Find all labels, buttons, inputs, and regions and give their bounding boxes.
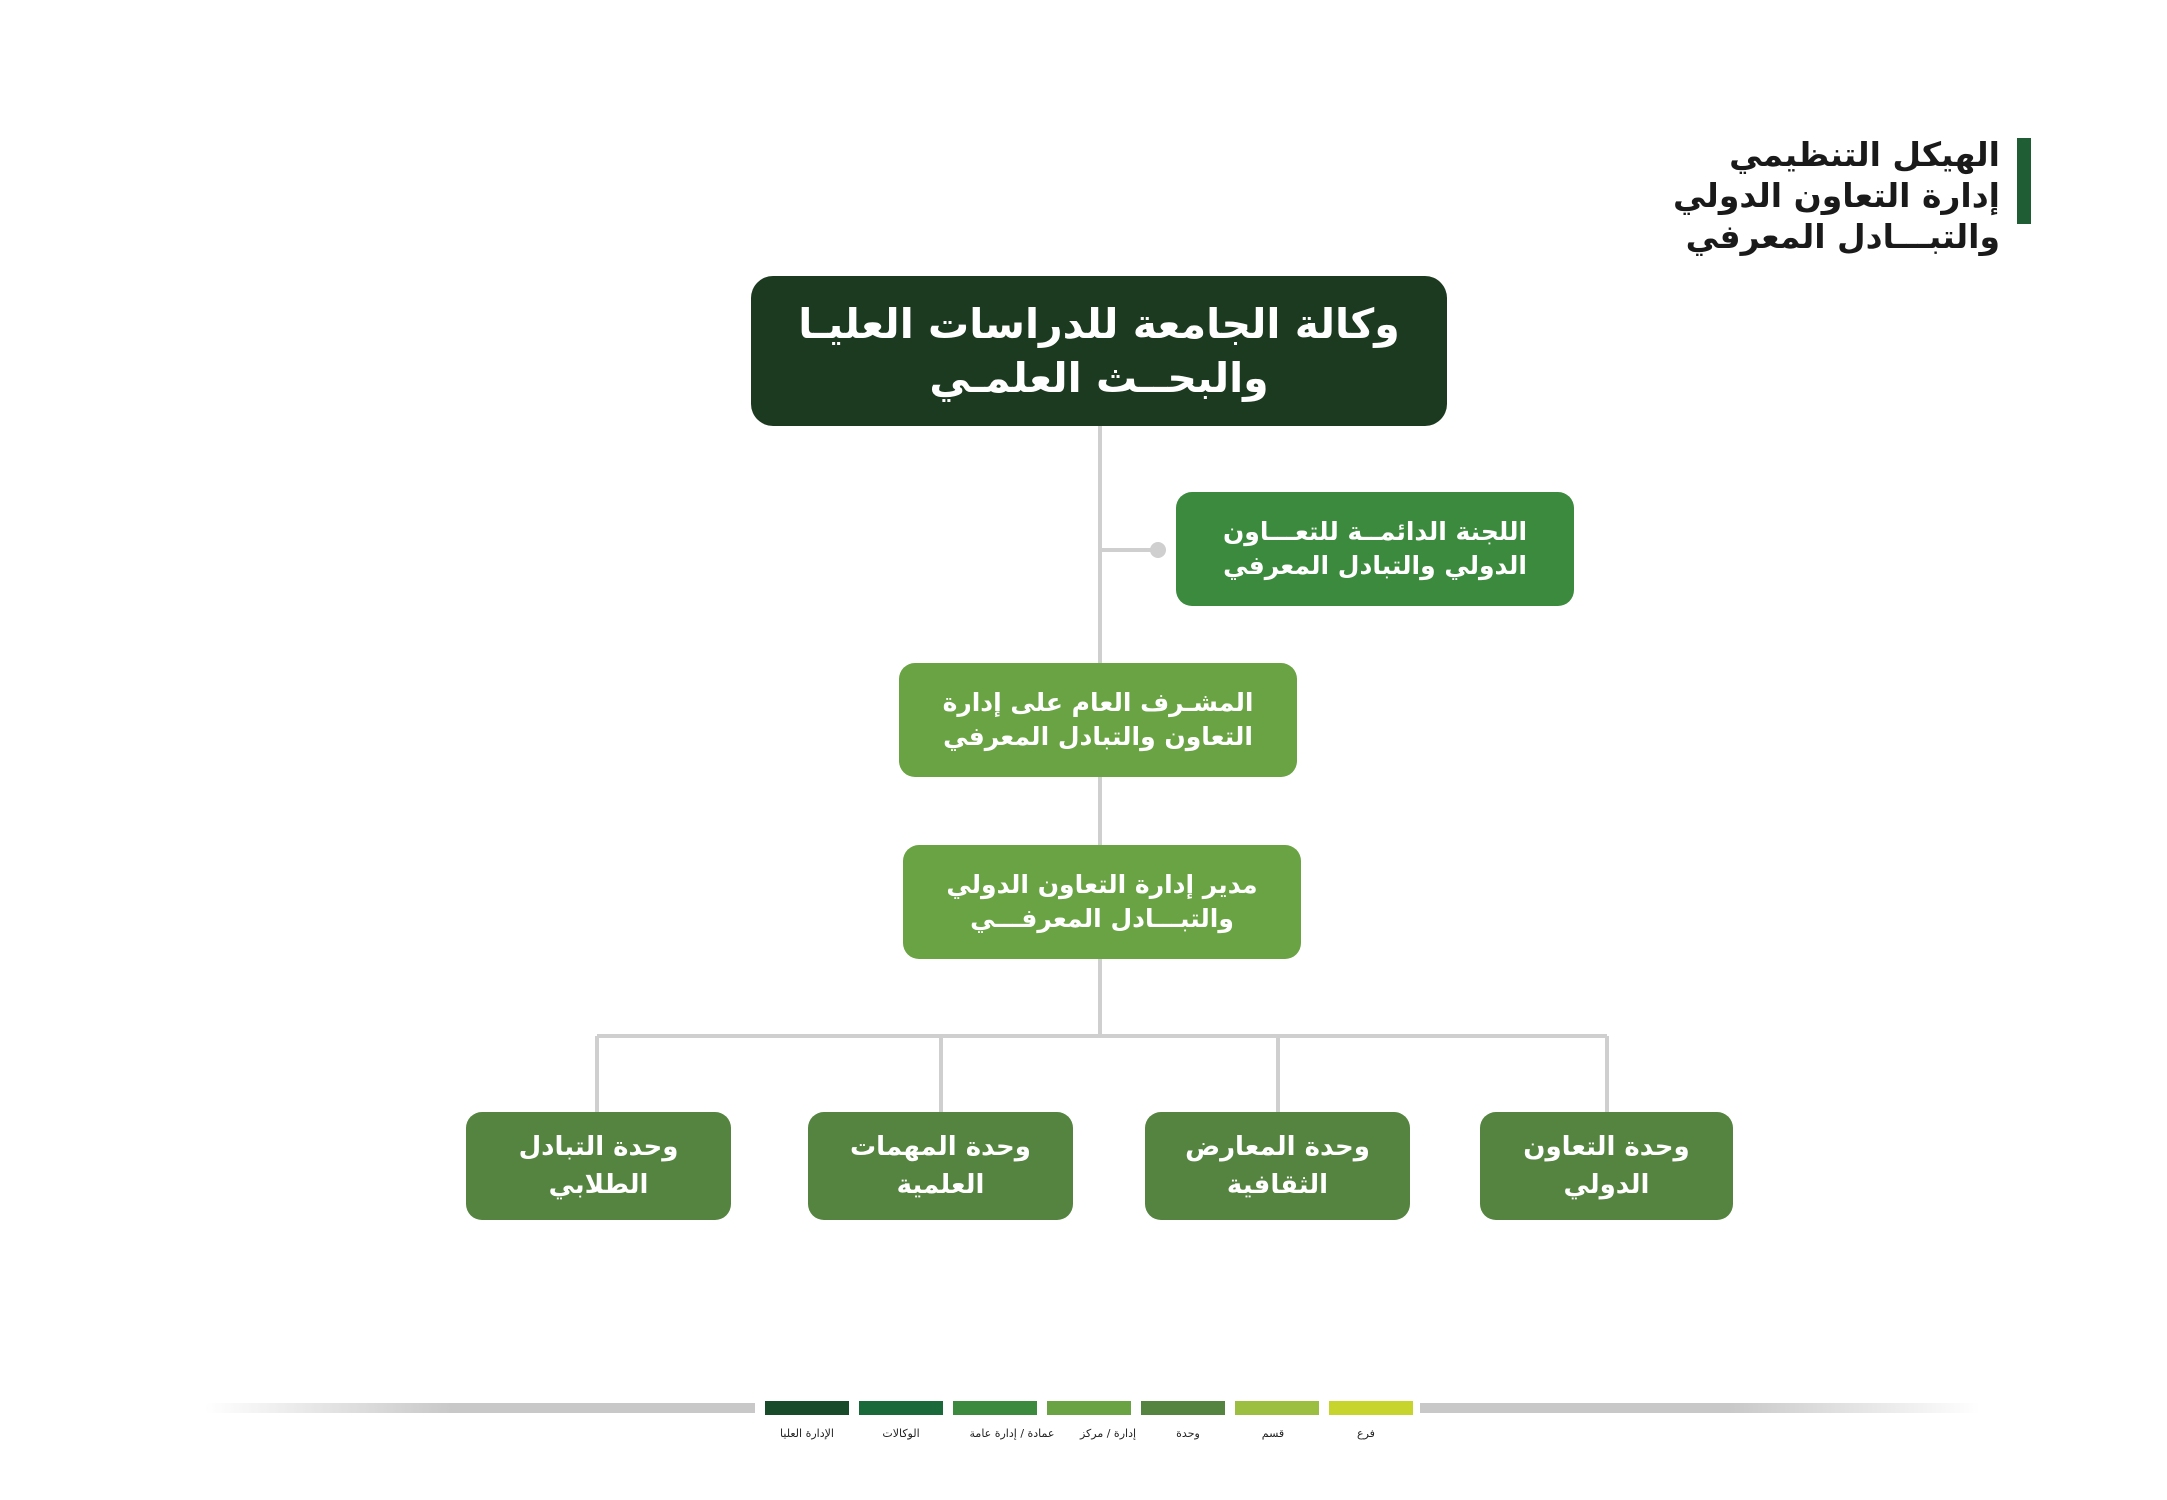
- legend-label-section: قسم: [1261, 1427, 1285, 1440]
- node-label: الثقافية: [1226, 1170, 1329, 1200]
- node-unit-cultural-exhibitions: وحدة المعارض الثقافية: [1145, 1112, 1410, 1220]
- connector-dot: [1150, 542, 1166, 558]
- legend-swatch-administration: [1047, 1401, 1131, 1415]
- node-label: وكالة الجامعة للدراسات العليـا: [798, 300, 1400, 348]
- node-label: الدولي: [1563, 1170, 1650, 1200]
- page-title-line-1: الهيكل التنظيمي: [1729, 135, 2000, 174]
- node-label: الطلابي: [548, 1170, 649, 1200]
- node-unit-scientific-missions: وحدة المهمات العلمية: [808, 1112, 1073, 1220]
- page-title-line-3: والتبـــادل المعرفي: [1685, 217, 2000, 256]
- legend-label-top-management: الإدارة العليا: [780, 1427, 834, 1440]
- node-general-supervisor: المشـرف العام على إدارة التعاون والتبادل…: [899, 663, 1297, 777]
- title-accent-bar: [2017, 138, 2031, 224]
- legend-label-administration: إدارة / مركز: [1079, 1427, 1137, 1440]
- legend-swatch-branch: [1329, 1401, 1413, 1415]
- node-department-director: مدير إدارة التعاون الدولي والتبـــادل ال…: [903, 845, 1301, 959]
- node-unit-international-cooperation: وحدة التعاون الدولي: [1480, 1112, 1733, 1220]
- node-label: والتبـــادل المعرفـــي: [970, 904, 1234, 933]
- legend-swatch-deanship: [953, 1401, 1037, 1415]
- legend-swatch-unit: [1141, 1401, 1225, 1415]
- node-label: اللجنة الدائمــة للتعـــاون: [1222, 517, 1528, 546]
- node-label: التعاون والتبادل المعرفي: [943, 722, 1253, 751]
- node-label: الدولي والتبادل المعرفي: [1223, 551, 1527, 580]
- node-label: والبحــث العلمـي: [929, 354, 1269, 402]
- node-standing-committee: اللجنة الدائمــة للتعـــاون الدولي والتب…: [1176, 492, 1574, 606]
- page-title-line-2: إدارة التعاون الدولي: [1673, 176, 2000, 215]
- node-label: وحدة المهمات: [850, 1132, 1031, 1162]
- legend-label-unit: وحدة: [1176, 1427, 1200, 1440]
- page-title: الهيكل التنظيمي إدارة التعاون الدولي وال…: [1673, 134, 2000, 257]
- node-label: وحدة المعارض: [1185, 1132, 1370, 1162]
- node-unit-student-exchange: وحدة التبادل الطلابي: [466, 1112, 731, 1220]
- legend-label-agencies: الوكالات: [882, 1427, 920, 1440]
- legend-swatch-top-management: [765, 1401, 849, 1415]
- node-label: مدير إدارة التعاون الدولي: [946, 870, 1258, 899]
- legend-swatch-section: [1235, 1401, 1319, 1415]
- legend-label-deanship: عمادة / إدارة عامة: [969, 1427, 1055, 1440]
- node-label: المشـرف العام على إدارة: [942, 688, 1254, 717]
- legend-swatch-agencies: [859, 1401, 943, 1415]
- node-university-agency: وكالة الجامعة للدراسات العليـا والبحــث …: [751, 276, 1447, 426]
- node-label: وحدة التعاون: [1523, 1132, 1690, 1162]
- legend-label-branch: فرع: [1357, 1427, 1375, 1440]
- node-label: وحدة التبادل: [518, 1132, 679, 1162]
- legend-divider-right: [1420, 1403, 1980, 1413]
- legend-divider-left: [205, 1403, 755, 1413]
- node-label: العلمية: [896, 1170, 985, 1200]
